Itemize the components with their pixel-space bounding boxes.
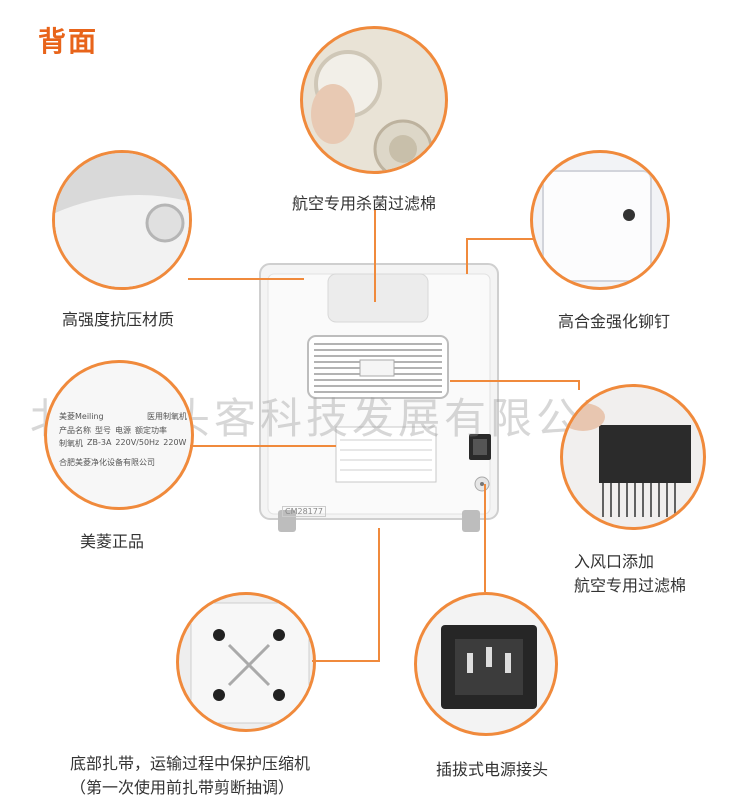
nameplate-voltage: 220V/50Hz bbox=[115, 438, 160, 447]
label-strap-1: 底部扎带，运输过程中保护压缩机 bbox=[70, 754, 311, 773]
serial-sticker: CM28177 bbox=[282, 506, 326, 517]
rivet-photo bbox=[530, 150, 670, 290]
connector-line bbox=[188, 278, 304, 280]
label-material: 高强度抗压材质 bbox=[62, 310, 175, 329]
nameplate-power: 220W bbox=[163, 438, 187, 447]
material-photo bbox=[52, 150, 192, 290]
nameplate-brand: 美菱Meiling bbox=[59, 412, 104, 421]
intake-filter-photo bbox=[560, 384, 706, 530]
strap-photo bbox=[176, 592, 316, 732]
connector-line bbox=[374, 210, 376, 302]
label-nameplate: 美菱正品 bbox=[80, 532, 145, 551]
nameplate-voltage-label: 电源 bbox=[115, 426, 131, 435]
connector-line bbox=[312, 660, 380, 662]
oxygen-machine-back bbox=[256, 262, 502, 532]
nameplate-name: 制氧机 bbox=[59, 439, 83, 448]
label-rivet: 高合金强化铆钉 bbox=[558, 312, 671, 331]
connector-line bbox=[466, 238, 534, 240]
label-strap-2: （第一次使用前扎带剪断抽调） bbox=[70, 778, 295, 797]
nameplate-product: 医用制氧机 bbox=[147, 412, 187, 421]
connector-line bbox=[466, 238, 468, 274]
page-title: 背面 bbox=[38, 25, 99, 58]
connector-line bbox=[484, 484, 486, 592]
connector-line bbox=[578, 380, 580, 390]
nameplate-power-label: 额定功率 bbox=[135, 426, 167, 435]
nameplate-maker: 合肥美菱净化设备有限公司 bbox=[59, 458, 155, 467]
label-intake-2: 航空专用过滤棉 bbox=[574, 576, 687, 595]
label-intake-1: 入风口添加 bbox=[574, 552, 655, 571]
nameplate-photo: 美菱Meiling 医用制氧机 产品名称 型号 电源 额定功率 制氧机 ZB-3… bbox=[44, 360, 194, 510]
connector-line bbox=[450, 380, 580, 382]
nameplate-model-label: 型号 bbox=[95, 426, 111, 435]
nameplate-name-label: 产品名称 bbox=[59, 426, 91, 435]
label-power: 插拔式电源接头 bbox=[436, 760, 549, 779]
connector-line bbox=[190, 445, 336, 447]
filter-cap-photo bbox=[300, 26, 448, 174]
connector-line bbox=[378, 528, 380, 662]
nameplate-model: ZB-3A bbox=[87, 438, 112, 447]
label-filter-cap: 航空专用杀菌过滤棉 bbox=[292, 194, 437, 213]
power-socket-photo bbox=[414, 592, 558, 736]
